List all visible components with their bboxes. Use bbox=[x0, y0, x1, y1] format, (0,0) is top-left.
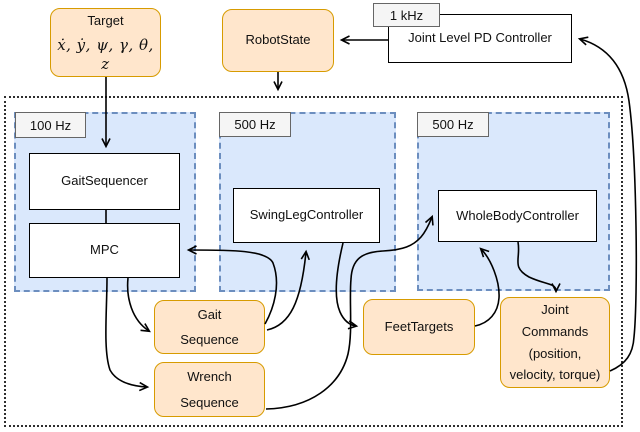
node-feet-targets: FeetTargets bbox=[363, 299, 475, 355]
node-robot-state: RobotState bbox=[222, 9, 334, 72]
node-target: Target ẋ, ẏ, ψ, γ, θ, z bbox=[50, 8, 161, 77]
target-math-variables: ẋ, ẏ, ψ, γ, θ, z bbox=[57, 36, 154, 74]
rate-label-100hz: 100 Hz bbox=[15, 112, 86, 138]
rate-label-500hz-wholebody-text: 500 Hz bbox=[432, 117, 474, 132]
swing-leg-controller-label: SwingLegController bbox=[249, 207, 364, 223]
node-joint-commands: Joint Commands (position, velocity, torq… bbox=[500, 297, 610, 388]
node-whole-body-controller: WholeBodyController bbox=[438, 190, 597, 242]
joint-commands-line3: (position, bbox=[528, 345, 582, 361]
rate-label-100hz-text: 100 Hz bbox=[29, 117, 72, 133]
feet-targets-label: FeetTargets bbox=[384, 318, 454, 334]
wrench-sequence-line2: Sequence bbox=[180, 394, 239, 410]
joint-commands-line4: velocity, torque) bbox=[509, 367, 601, 383]
node-wrench-sequence: Wrench Sequence bbox=[154, 362, 265, 417]
robot-state-label: RobotState bbox=[245, 32, 311, 48]
whole-body-controller-label: WholeBodyController bbox=[456, 207, 579, 223]
rate-label-1khz-text: 1 kHz bbox=[389, 7, 424, 23]
gait-sequence-line2: Sequence bbox=[180, 332, 239, 347]
gait-sequence-line1: Gait bbox=[197, 306, 222, 322]
joint-commands-line1: Joint bbox=[541, 301, 569, 317]
joint-commands-line2: Commands bbox=[521, 323, 589, 339]
rate-label-500hz-swing: 500 Hz bbox=[219, 112, 291, 137]
rate-label-500hz-swing-text: 500 Hz bbox=[234, 117, 276, 132]
node-swing-leg-controller: SwingLegController bbox=[233, 188, 380, 243]
node-gait-sequencer: GaitSequencer bbox=[29, 153, 180, 210]
target-title: Target bbox=[87, 13, 124, 29]
mpc-label: MPC bbox=[90, 242, 119, 258]
pd-controller-label: Joint Level PD Controller bbox=[408, 30, 552, 46]
wrench-sequence-line1: Wrench bbox=[187, 369, 232, 385]
rate-label-1khz: 1 kHz bbox=[373, 3, 440, 27]
gait-sequencer-label: GaitSequencer bbox=[61, 173, 148, 189]
rate-label-500hz-wholebody: 500 Hz bbox=[417, 112, 489, 137]
node-gait-sequence: Gait Sequence bbox=[154, 300, 265, 354]
node-mpc: MPC bbox=[29, 223, 180, 278]
